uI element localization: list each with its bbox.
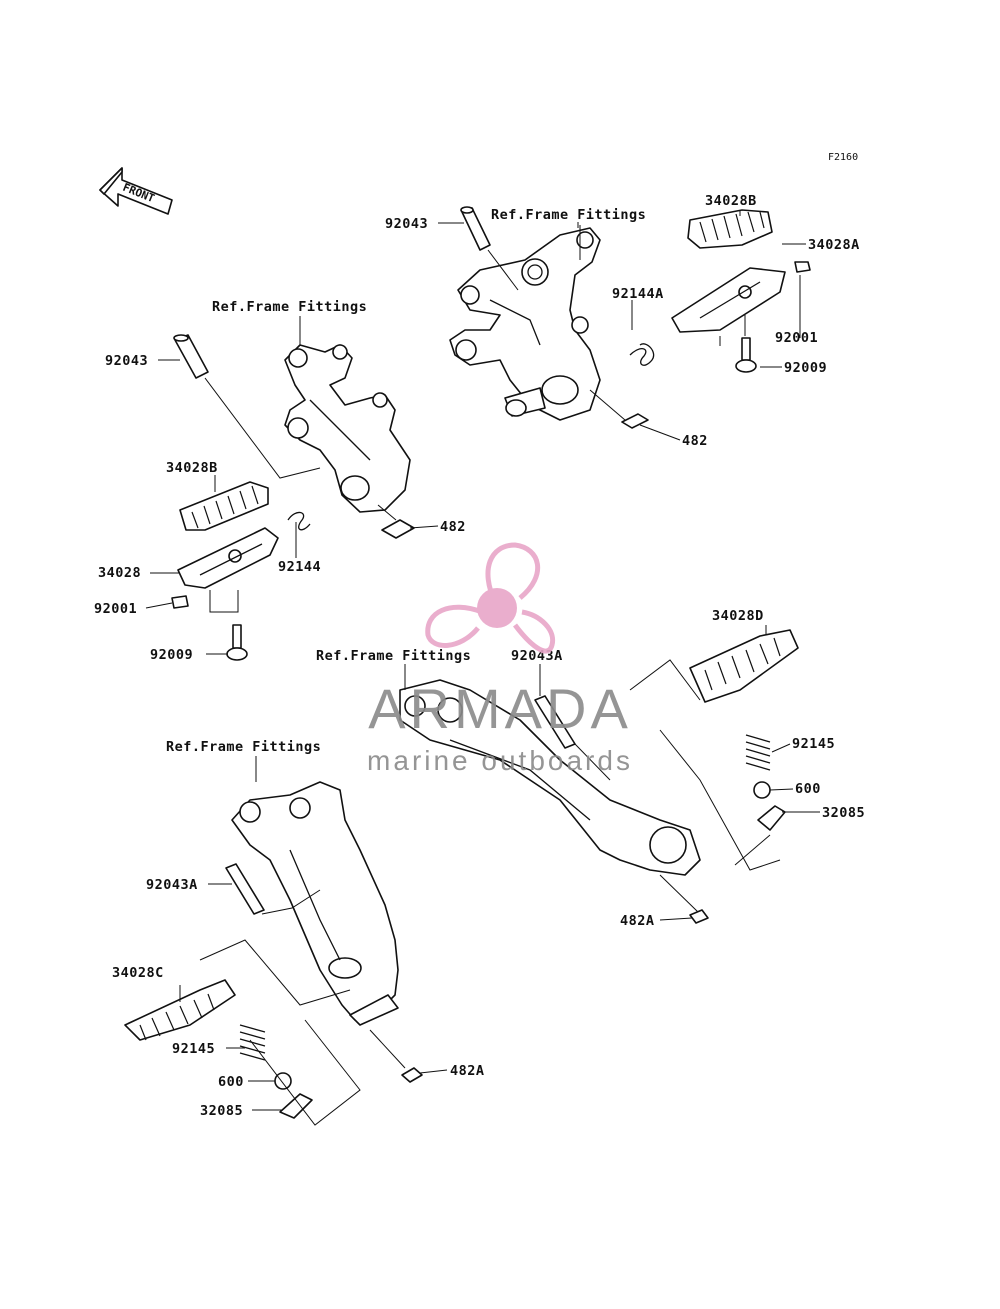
- label-482A-bottom: 482A: [450, 1063, 485, 1079]
- pin-92043-top: [460, 206, 491, 251]
- ball-600-right: [753, 781, 771, 799]
- footpeg-34028D: [689, 629, 799, 703]
- label-600-left: 600: [218, 1074, 244, 1090]
- washer-482A-bottom: [401, 1067, 423, 1083]
- label-34028A: 34028A: [808, 237, 860, 253]
- label-34028B-top: 34028B: [705, 193, 757, 209]
- label-482-left: 482: [440, 519, 466, 535]
- label-ref-frame-mid: Ref.Frame Fittings: [316, 648, 471, 664]
- spring-92144A: [629, 343, 655, 366]
- propeller-logo-icon: [425, 542, 556, 654]
- part-labels: Ref.Frame Fittings 92043 34028B 34028A 9…: [94, 193, 865, 1119]
- label-34028C: 34028C: [112, 965, 164, 981]
- label-92001-left: 92001: [94, 601, 137, 617]
- watermark-tagline: marine outboards: [367, 745, 633, 776]
- label-92144: 92144: [278, 559, 321, 575]
- armada-watermark: ARMADA marine outboards: [367, 542, 633, 776]
- spring-92145-right: [745, 734, 771, 771]
- footpeg-34028A-plate: [671, 267, 786, 333]
- bolt-92009-top: [735, 337, 757, 373]
- label-92145-right: 92145: [792, 736, 835, 752]
- bolt-92009-left: [226, 624, 248, 661]
- top-right-bracket: [449, 227, 601, 421]
- label-92043A-bottom: 92043A: [146, 877, 198, 893]
- label-482-top: 482: [682, 433, 708, 449]
- diagram-code: F2160: [828, 152, 858, 163]
- label-92009-top: 92009: [784, 360, 827, 376]
- label-482A-mid: 482A: [620, 913, 655, 929]
- label-32085-left: 32085: [200, 1103, 243, 1119]
- pin-92043-left: [173, 334, 209, 379]
- clip-32085-right: [757, 805, 786, 831]
- label-92009-left: 92009: [150, 647, 193, 663]
- label-ref-frame-bottom: Ref.Frame Fittings: [166, 739, 321, 755]
- middle-bracket: [399, 679, 701, 876]
- label-92145-left: 92145: [172, 1041, 215, 1057]
- label-34028D: 34028D: [712, 608, 764, 624]
- footpeg-34028B-left: [179, 481, 269, 531]
- label-92043-top: 92043: [385, 216, 428, 232]
- left-bracket: [284, 344, 411, 513]
- label-92144A: 92144A: [612, 286, 664, 302]
- clip-32085-left: [279, 1093, 313, 1119]
- spring-92144: [287, 511, 311, 531]
- footpeg-34028C: [124, 979, 236, 1041]
- label-ref-frame-top: Ref.Frame Fittings: [491, 207, 646, 223]
- label-ref-frame-left: Ref.Frame Fittings: [212, 299, 367, 315]
- label-34028B-left: 34028B: [166, 460, 218, 476]
- watermark-brand: ARMADA: [368, 677, 632, 740]
- pin-92043A-bottom: [225, 863, 265, 915]
- bottom-bracket: [231, 781, 399, 1026]
- label-600-right: 600: [795, 781, 821, 797]
- footpeg-34028B-top: [687, 209, 773, 249]
- front-arrow-icon: FRONT: [99, 167, 173, 215]
- bolt-92001-left: [171, 595, 189, 609]
- footpeg-34028-plate: [177, 527, 279, 589]
- label-92001-top: 92001: [775, 330, 818, 346]
- bolt-92001-top: [794, 261, 811, 273]
- leader-lines: [145, 211, 820, 1111]
- label-32085-right: 32085: [822, 805, 865, 821]
- label-92043-left: 92043: [105, 353, 148, 369]
- washer-482-top: [621, 413, 649, 429]
- label-34028: 34028: [98, 565, 141, 581]
- washer-482A-mid: [689, 909, 709, 924]
- washer-482-left: [381, 519, 415, 539]
